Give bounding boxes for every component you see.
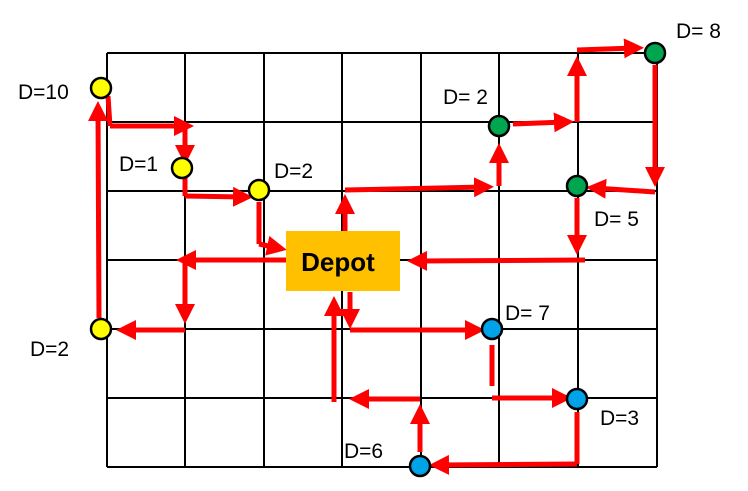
demand-label: D=10 xyxy=(18,81,69,104)
demand-label: D=6 xyxy=(344,440,383,463)
route-yellow xyxy=(88,95,292,340)
customer-nodes xyxy=(89,41,667,478)
customer-node xyxy=(89,76,113,100)
route-arrow xyxy=(429,454,578,475)
customer-node xyxy=(487,114,511,138)
route-arrow xyxy=(88,101,109,319)
customer-node xyxy=(565,174,589,198)
route-arrow xyxy=(184,186,253,207)
route-arrow xyxy=(512,112,574,133)
route-arrow xyxy=(344,177,494,198)
demand-label: D= 8 xyxy=(676,20,721,43)
demand-label: D= 2 xyxy=(443,86,488,109)
demand-label: D=2 xyxy=(30,338,69,361)
route-green xyxy=(335,38,665,271)
customer-node xyxy=(408,454,432,478)
customer-node xyxy=(247,178,271,202)
depot-label: Depot xyxy=(301,247,375,277)
depot: Depot xyxy=(286,231,400,291)
demand-labels: D=10 D=1 D=2 D=2 D= 2 D= 8 D= 5 D= 7 D=3… xyxy=(18,20,721,463)
route-blue xyxy=(324,292,580,475)
customer-node xyxy=(643,41,667,65)
route-arrow xyxy=(105,95,113,127)
route-arrow xyxy=(576,38,644,59)
customer-node xyxy=(480,317,504,341)
demand-label: D=2 xyxy=(274,160,313,183)
route-arrow xyxy=(586,178,656,199)
demand-label: D= 7 xyxy=(505,302,550,325)
demand-label: D= 5 xyxy=(594,208,639,231)
route-arrow xyxy=(407,250,586,271)
customer-node xyxy=(89,317,113,341)
demand-label: D=3 xyxy=(600,407,639,430)
customer-node xyxy=(170,156,194,180)
demand-label: D=1 xyxy=(119,153,158,176)
customer-node xyxy=(565,387,589,411)
route-arrow xyxy=(258,235,287,256)
routes xyxy=(88,38,665,475)
